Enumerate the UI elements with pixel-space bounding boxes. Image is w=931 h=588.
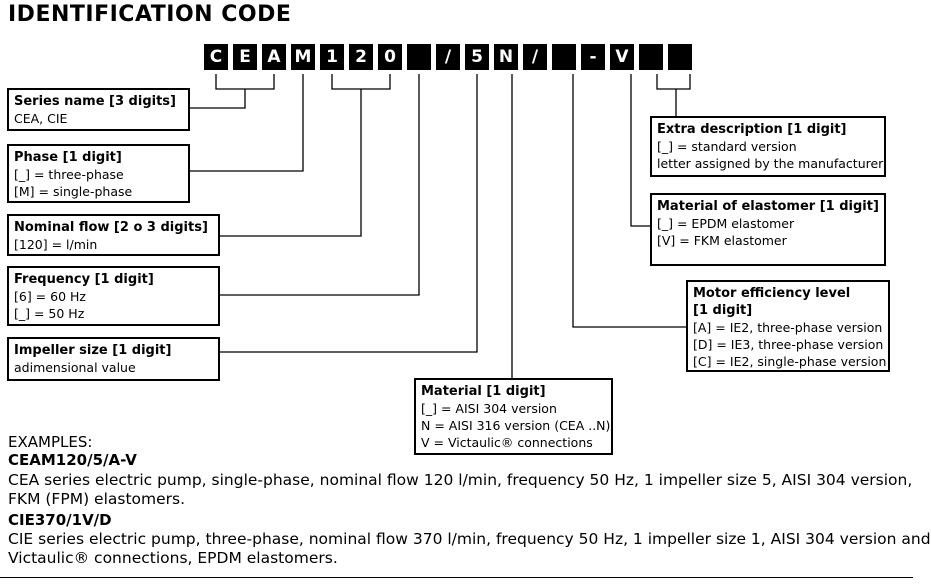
box-line: CEA, CIE (14, 111, 68, 126)
box-line: [6] = 60 Hz (14, 289, 86, 304)
box-heading: Motor efficiency level (693, 286, 851, 301)
box-line: [_] = three-phase (14, 167, 124, 182)
box-nominal-flow: Nominal flow [2 o 3 digits] [120] = l/mi… (7, 214, 220, 256)
page-title: IDENTIFICATION CODE (8, 2, 292, 27)
code-cell: 5 (465, 44, 489, 70)
connector-elastomer (630, 74, 650, 227)
code-cell: - (581, 44, 605, 70)
code-cell: 1 (320, 44, 344, 70)
box-heading: Impeller size [1 digit] (14, 343, 172, 358)
box-line: [C] = IE2, single-phase version (693, 354, 887, 369)
code-cell: N (494, 44, 518, 70)
code-cell: 0 (378, 44, 402, 70)
box-line: [_] = AISI 304 version (421, 401, 557, 416)
code-cell: A (262, 44, 286, 70)
connector-series-lead (190, 89, 246, 109)
box-heading: Phase [1 digit] (14, 150, 122, 165)
box-frequency: Frequency [1 digit] [6] = 60 Hz [_] = 50… (7, 266, 220, 326)
connector-impeller (220, 74, 478, 353)
box-line: V = Victaulic® connections (421, 435, 593, 450)
box-line: adimensional value (14, 360, 136, 375)
code-cell (552, 44, 576, 70)
box-line: [_] = EPDM elastomer (657, 216, 795, 231)
connector-flow (331, 74, 391, 90)
box-line: N = AISI 316 version (CEA ..N) (421, 418, 611, 433)
example-description: CIE series electric pump, three-phase, n… (8, 530, 931, 548)
box-heading: Frequency [1 digit] (14, 272, 154, 287)
box-line: [120] = l/min (14, 237, 98, 252)
code-cell: 2 (349, 44, 373, 70)
example-code: CIE370/1V/D (8, 511, 112, 529)
box-heading: Material [1 digit] (421, 384, 546, 399)
example-description: CEA series electric pump, single-phase, … (8, 471, 913, 489)
code-cell: C (204, 44, 228, 70)
box-extra-description: Extra description [1 digit] [_] = standa… (650, 116, 886, 177)
box-line: [M] = single-phase (14, 184, 133, 199)
box-material: Material [1 digit] [_] = AISI 304 versio… (414, 378, 613, 455)
connector-extra (656, 74, 691, 90)
connector-phase (190, 74, 304, 172)
box-line: [_] = standard version (657, 139, 797, 154)
box-line: [D] = IE3, three-phase version (693, 337, 884, 352)
box-impeller-size: Impeller size [1 digit] adimensional val… (7, 337, 220, 381)
code-cell (407, 44, 431, 70)
box-phase: Phase [1 digit] [_] = three-phase [M] = … (7, 144, 190, 203)
box-heading: Nominal flow [2 o 3 digits] (14, 220, 208, 235)
example-description: FKM (FPM) elastomers. (8, 490, 186, 508)
connector-frequency (220, 74, 420, 296)
examples-heading: EXAMPLES: (8, 433, 93, 451)
connector-series (215, 74, 275, 90)
box-motor-efficiency: Motor efficiency level [1 digit] [A] = I… (686, 280, 890, 372)
code-cell: M (291, 44, 315, 70)
code-cell: V (610, 44, 634, 70)
code-cell: / (436, 44, 460, 70)
code-cell (668, 44, 692, 70)
example-code: CEAM120/5/A-V (8, 451, 137, 469)
example-description: Victaulic® connections, EPDM elastomers. (8, 549, 338, 567)
box-series-name: Series name [3 digits] CEA, CIE (7, 88, 190, 131)
box-heading-2: [1 digit] (693, 303, 753, 318)
code-cell: / (523, 44, 547, 70)
box-elastomer: Material of elastomer [1 digit] [_] = EP… (650, 193, 886, 266)
bottom-divider (0, 577, 913, 578)
box-heading: Series name [3 digits] (14, 94, 176, 109)
connector-flow-lead (220, 89, 362, 237)
box-line: [V] = FKM elastomer (657, 233, 787, 248)
box-heading: Material of elastomer [1 digit] (657, 199, 879, 214)
box-heading: Extra description [1 digit] (657, 122, 847, 137)
code-cell: E (233, 44, 257, 70)
box-line: [A] = IE2, three-phase version (693, 320, 883, 335)
box-line: [_] = 50 Hz (14, 306, 85, 321)
box-line: letter assigned by the manufacturer (657, 156, 884, 171)
code-cell (639, 44, 663, 70)
